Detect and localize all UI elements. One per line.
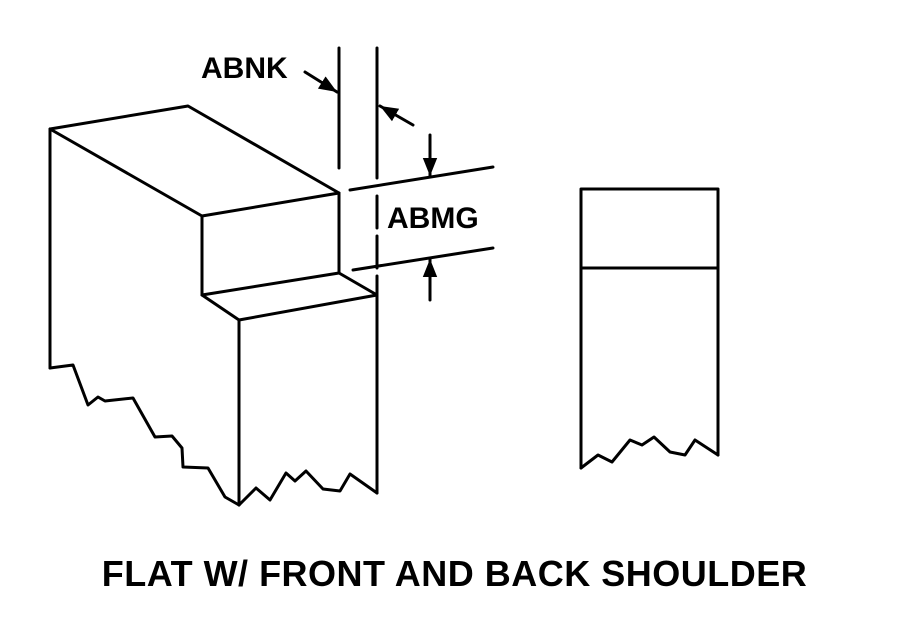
arrow-abnk-left [303,70,339,94]
dimensions [303,46,495,302]
break-line-side [48,363,241,507]
side-view [579,187,720,470]
shoulder-front-face [200,191,341,297]
label-abnk: ABNK [201,52,288,85]
break-line-front [237,469,379,507]
extension-line-abmg-bottom [351,246,495,272]
side-view-outline [579,187,720,470]
extension-line-abmg-top [348,165,495,192]
top-face [48,104,341,218]
side-view-break-line [579,435,720,470]
isometric-view [48,104,379,507]
label-abmg: ABMG [387,202,479,235]
arrow-abnk-right [378,104,415,127]
shoulder-step [200,271,379,322]
caption: FLAT W/ FRONT AND BACK SHOULDER [101,553,808,594]
